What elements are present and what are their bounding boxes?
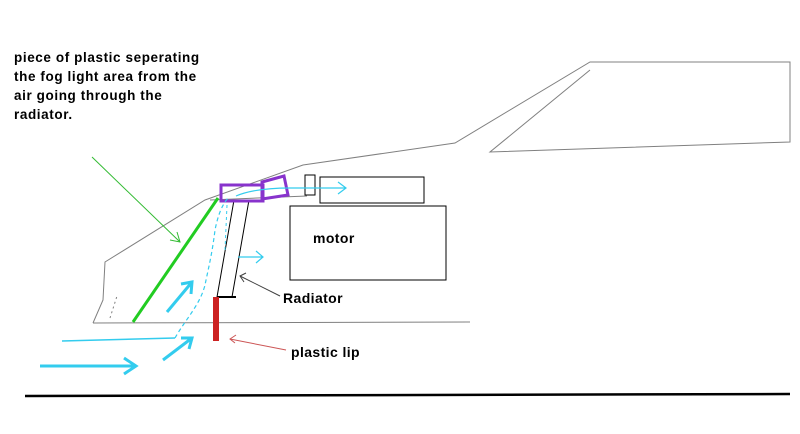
airflow-dash-behind-divider	[224, 204, 228, 251]
airflow-arrow-up-2	[162, 336, 194, 362]
airflow-arrow-up-1	[165, 280, 194, 313]
bumper-top-line	[209, 195, 308, 201]
airflow-arrow-behind-radiator	[238, 250, 264, 264]
radiator-pointer-arrowhead	[239, 272, 247, 283]
small-component-box	[304, 174, 316, 196]
radiator-pointer-line	[239, 275, 281, 297]
lip-pointer-line	[229, 338, 287, 351]
airflow-path-through-radiator	[174, 197, 229, 339]
lip-pointer-arrowhead	[229, 334, 237, 344]
upper-component-box	[319, 176, 425, 204]
bumper-bottom-line	[92, 321, 471, 324]
note-pointer-arrowhead	[169, 231, 181, 243]
note-pointer-line	[91, 156, 181, 243]
fog-light-edge	[109, 295, 118, 319]
motor-label: motor	[313, 230, 355, 246]
airflow-arrows	[40, 181, 347, 376]
plastic-lip	[213, 297, 219, 341]
airflow-arrow-low	[40, 356, 139, 376]
ground-line	[24, 392, 791, 398]
motor-box	[289, 205, 447, 281]
airflow-arrow-top	[235, 181, 347, 197]
plastic-divider-annotation: piece of plastic seperating the fog ligh…	[14, 50, 200, 122]
plastic-lip-label: plastic lip	[291, 344, 360, 360]
divider-plastic	[131, 197, 220, 323]
radiator-label: Radiator	[283, 290, 343, 306]
radiator	[216, 199, 250, 298]
fog-light-duct	[260, 174, 290, 201]
body-line	[92, 61, 791, 324]
airflow-line-under	[61, 337, 176, 342]
